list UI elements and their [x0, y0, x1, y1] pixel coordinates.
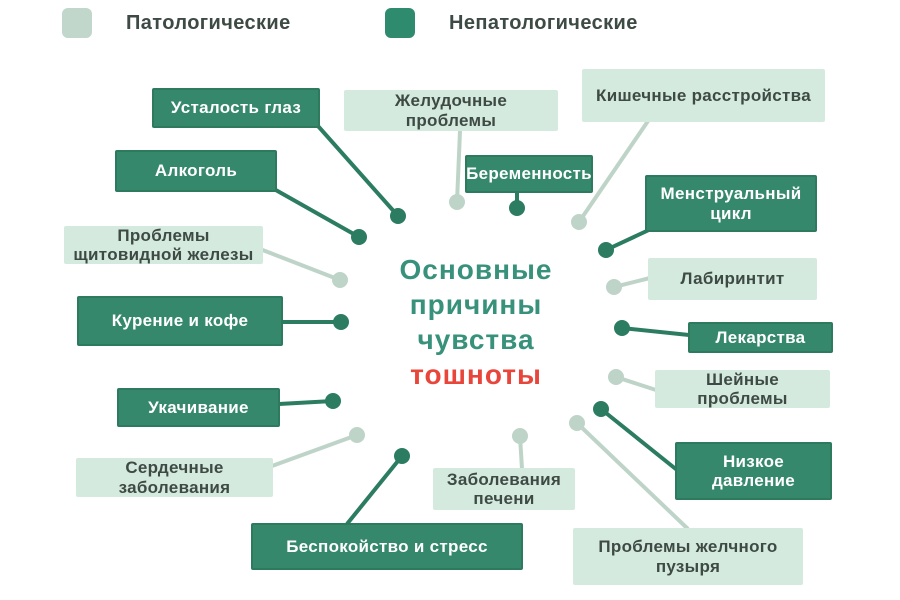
diagram-node: Беременность [465, 155, 593, 193]
connector-line [621, 326, 690, 337]
connector-dot [606, 279, 622, 295]
center-title-line: причины [409, 289, 543, 320]
diagram-node: Беспокойство и стресс [251, 523, 523, 570]
connector-dot [593, 401, 609, 417]
diagram-node: Заболевания печени [433, 468, 575, 510]
legend-item-non-pathological: Непатологические [385, 8, 638, 38]
connector-dot [351, 229, 367, 245]
connector-line [605, 227, 652, 252]
connector-dot [325, 393, 341, 409]
diagram-node: Проблемы желчного пузыря [573, 528, 803, 585]
diagram-node: Лекарства [688, 322, 833, 353]
connector-line [259, 247, 341, 282]
legend-label: Непатологические [449, 11, 638, 34]
diagram-node: Лабиринтит [648, 258, 817, 300]
center-title-line: чувства [417, 324, 535, 355]
connector-dot [509, 200, 525, 216]
pathological-swatch-icon [62, 8, 92, 38]
center-title-line: Основные [399, 254, 553, 285]
connector-dot [349, 427, 365, 443]
diagram-node: Шейные проблемы [655, 370, 830, 408]
connector-dot [614, 320, 630, 336]
diagram-node: Низкое давление [675, 442, 832, 500]
connector-dot [569, 415, 585, 431]
center-title: Основные причины чувства тошноты [356, 252, 596, 392]
connector-dot [598, 242, 614, 258]
connector-dot [608, 369, 624, 385]
connector-dot [333, 314, 349, 330]
connector-line [278, 399, 334, 406]
connector-dot [512, 428, 528, 444]
legend-label: Патологические [126, 11, 291, 34]
center-title-highlight: тошноты [410, 359, 542, 390]
connector-line [455, 130, 462, 203]
diagram-node: Проблемы щитовидной железы [64, 226, 263, 264]
connector-dot [390, 208, 406, 224]
connector-dot [394, 448, 410, 464]
connector-line [599, 407, 679, 472]
legend-item-pathological: Патологические [62, 8, 291, 38]
diagram-node: Менструальный цикл [645, 175, 817, 232]
non-pathological-swatch-icon [385, 8, 415, 38]
connector-line [577, 119, 650, 224]
diagram-node: Алкоголь [115, 150, 277, 192]
connector-dot [571, 214, 587, 230]
connector-dot [449, 194, 465, 210]
diagram-node: Укачивание [117, 388, 280, 427]
connector-dot [332, 272, 348, 288]
diagram-node: Кишечные расстройства [582, 69, 825, 122]
diagram-node: Желудочные проблемы [344, 90, 558, 131]
connector-line [273, 187, 360, 239]
connector-line [316, 124, 400, 218]
diagram-node: Сердечные заболевания [76, 458, 273, 497]
diagram-node: Усталость глаз [152, 88, 320, 128]
connector-line [575, 421, 690, 531]
connector-line [271, 433, 358, 468]
diagram-node: Курение и кофе [77, 296, 283, 346]
connector-line [345, 454, 404, 526]
